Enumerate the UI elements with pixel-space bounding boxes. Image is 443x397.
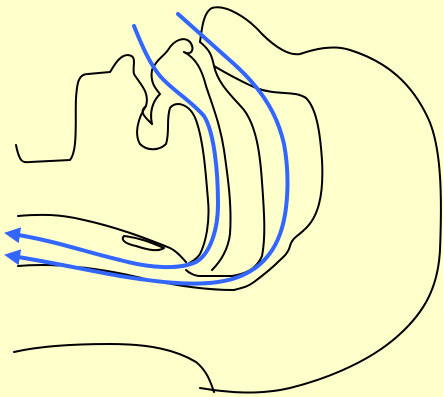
background <box>0 0 443 397</box>
airway-diagram <box>0 0 443 397</box>
airway-diagram-canvas <box>0 0 443 397</box>
